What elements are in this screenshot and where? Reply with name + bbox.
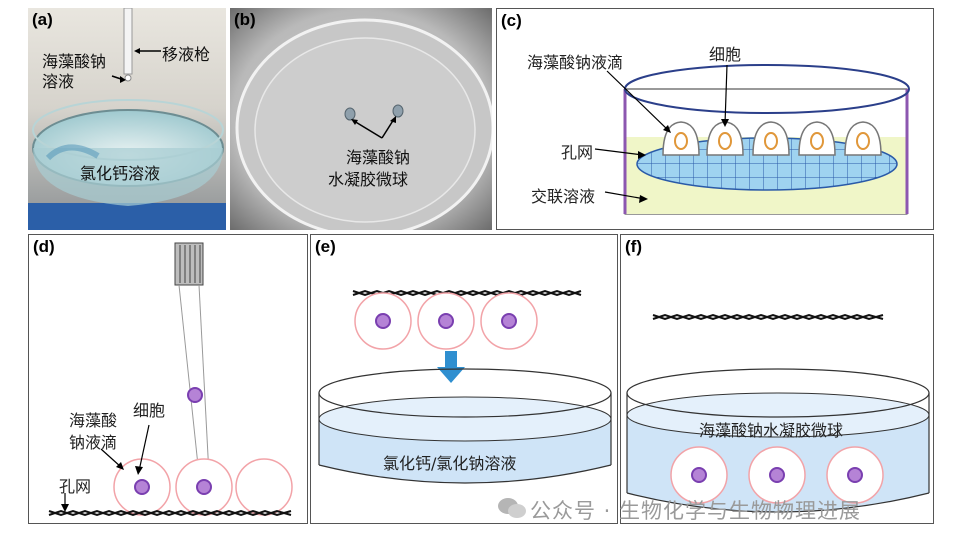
label-cell-d: 细胞 xyxy=(133,401,166,420)
label-sodium-alginate: 海藻酸钠 xyxy=(42,52,107,71)
label-crosslink: 交联溶液 xyxy=(531,187,596,206)
panel-c: (c) 海藻酸钠液滴 细胞 孔网 交联溶液 xyxy=(496,8,934,230)
panel-b: (b) 海藻酸钠 水凝胶微球 xyxy=(230,8,492,230)
label-calcium-chloride: 氯化钙溶液 xyxy=(80,164,161,183)
label-mesh-d: 孔网 xyxy=(59,477,92,496)
label-droplet: 海藻酸钠液滴 xyxy=(527,53,624,72)
panel-d-diagram xyxy=(48,242,293,517)
label-drop-line2: 钠液滴 xyxy=(69,433,118,452)
panel-a-photo xyxy=(28,8,226,230)
panel-e-diagram xyxy=(318,289,612,487)
label-mesh-c: 孔网 xyxy=(561,143,594,162)
panel-c-label: (c) xyxy=(501,11,522,30)
panel-d: (d) 海藻酸 钠液滴 细胞 孔网 xyxy=(28,234,308,524)
label-beads-f: 海藻酸钠水凝胶微球 xyxy=(699,421,844,440)
down-arrow-icon xyxy=(445,351,457,369)
label-b-line1: 海藻酸钠 xyxy=(346,148,411,167)
label-cell-c: 细胞 xyxy=(709,45,742,64)
watermark-text: 公众号 · 生物化学与生物物理进展 xyxy=(530,499,862,523)
panel-b-photo xyxy=(230,8,492,230)
label-solution: 溶液 xyxy=(42,72,75,91)
panel-e: (e) 氯化钙/氯化钠溶液 xyxy=(310,234,618,524)
panel-c-diagram xyxy=(594,64,910,215)
panel-a: (a) 海藻酸钠 溶液 移液枪 氯化钙溶液 xyxy=(28,8,226,230)
panel-f-label: (f) xyxy=(625,237,642,256)
label-pipette: 移液枪 xyxy=(162,45,211,64)
label-solution-e: 氯化钙/氯化钠溶液 xyxy=(383,454,517,473)
wechat-icon xyxy=(498,498,526,518)
panel-a-label: (a) xyxy=(32,10,53,29)
panel-f-diagram xyxy=(626,313,930,513)
panel-e-label: (e) xyxy=(315,237,336,256)
panel-b-label: (b) xyxy=(234,10,256,29)
droplet-cells xyxy=(662,121,882,156)
label-drop-line1: 海藻酸 xyxy=(69,411,118,430)
panel-f: (f) 海藻酸钠水凝胶微球 xyxy=(620,234,934,524)
label-b-line2: 水凝胶微球 xyxy=(328,170,409,189)
panel-d-label: (d) xyxy=(33,237,55,256)
